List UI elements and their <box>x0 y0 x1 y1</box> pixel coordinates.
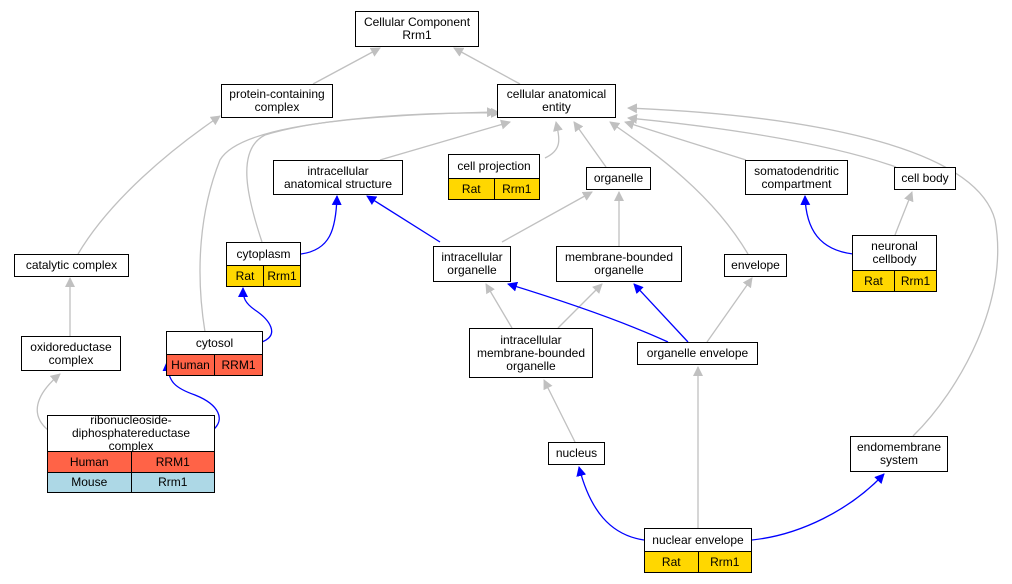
node-organelle[interactable]: organelle <box>586 167 651 190</box>
edge-cell-body-to-entity <box>627 113 897 168</box>
annotation-row: Human RRM1 <box>48 452 214 473</box>
edge-cytoplasm-to-intracellular-struct <box>300 195 342 255</box>
node-neuronal-cell-body[interactable]: neuronal cellbody Rat Rrm1 <box>852 235 937 292</box>
annotation-row: Rat Rrm1 <box>227 266 300 286</box>
edge-endomembrane-to-entity <box>627 103 999 437</box>
edge-envelope-to-entity <box>609 121 749 255</box>
edge-neuronal-body-to-cell-body <box>894 191 914 236</box>
edge-intra-membrane-to-intra-organelle <box>485 283 513 329</box>
edge-nuclear-envelope-to-endomembrane <box>751 473 885 541</box>
edge-rnr-to-oxidoreductase <box>36 373 61 431</box>
edge-nuclear-envelope-to-nucleus <box>576 466 645 541</box>
edge-organelle-to-entity <box>573 121 607 168</box>
node-organelle-envelope[interactable]: organelle envelope <box>637 342 758 365</box>
edge-nucleus-to-intra-membrane <box>543 379 576 443</box>
node-cell-body[interactable]: cell body <box>894 167 956 190</box>
annotation-row: Rat Rrm1 <box>449 179 539 199</box>
edge-intra-membrane-to-membrane-organelle <box>557 283 603 329</box>
node-cell-projection[interactable]: cell projection Rat Rrm1 <box>448 154 540 200</box>
edge-organelle-envelope-to-membrane-organelle <box>633 283 689 343</box>
annotation-row: Human RRM1 <box>167 355 262 375</box>
edge-cell-projection-to-entity <box>544 121 563 159</box>
annotation-row: Mouse Rrm1 <box>48 472 214 492</box>
edge-rnr-to-cytosol <box>162 361 220 431</box>
annotation-row: Rat Rrm1 <box>645 552 751 572</box>
edge-intracellular-organelle-to-organelle <box>501 191 593 243</box>
node-cytoplasm[interactable]: cytoplasm Rat Rrm1 <box>226 242 301 287</box>
edge-somatodendritic-to-entity <box>624 119 747 161</box>
edge-cytosol-to-cytoplasm <box>238 287 273 343</box>
edge-intracellular-struct-to-entity <box>379 119 511 161</box>
node-envelope[interactable]: envelope <box>724 254 787 277</box>
edge-intra-organelle-to-intracellular-struct <box>366 195 441 243</box>
node-nuclear-envelope[interactable]: nuclear envelope Rat Rrm1 <box>644 528 752 573</box>
edge-cell-entity-to-root <box>453 47 521 85</box>
annotation-row: Rat Rrm1 <box>853 271 936 291</box>
edge-catalytic-to-protein-complex <box>77 115 221 255</box>
node-nucleus[interactable]: nucleus <box>548 442 605 465</box>
edge-protein-complex-to-root <box>312 47 381 85</box>
node-ribonucleoside-diphosphate-reductase-complex[interactable]: ribonucleoside-diphosphatereductase comp… <box>47 414 215 493</box>
node-cytosol[interactable]: cytosol Human RRM1 <box>166 331 263 376</box>
node-catalytic-complex[interactable]: catalytic complex <box>14 254 129 277</box>
edge-organelle-envelope-to-intra-organelle <box>507 281 669 343</box>
edge-organelle-envelope-to-envelope <box>706 277 753 343</box>
edge-cytosol-to-entity <box>199 107 497 333</box>
edge-somatodendritic-neuronal <box>800 195 854 255</box>
